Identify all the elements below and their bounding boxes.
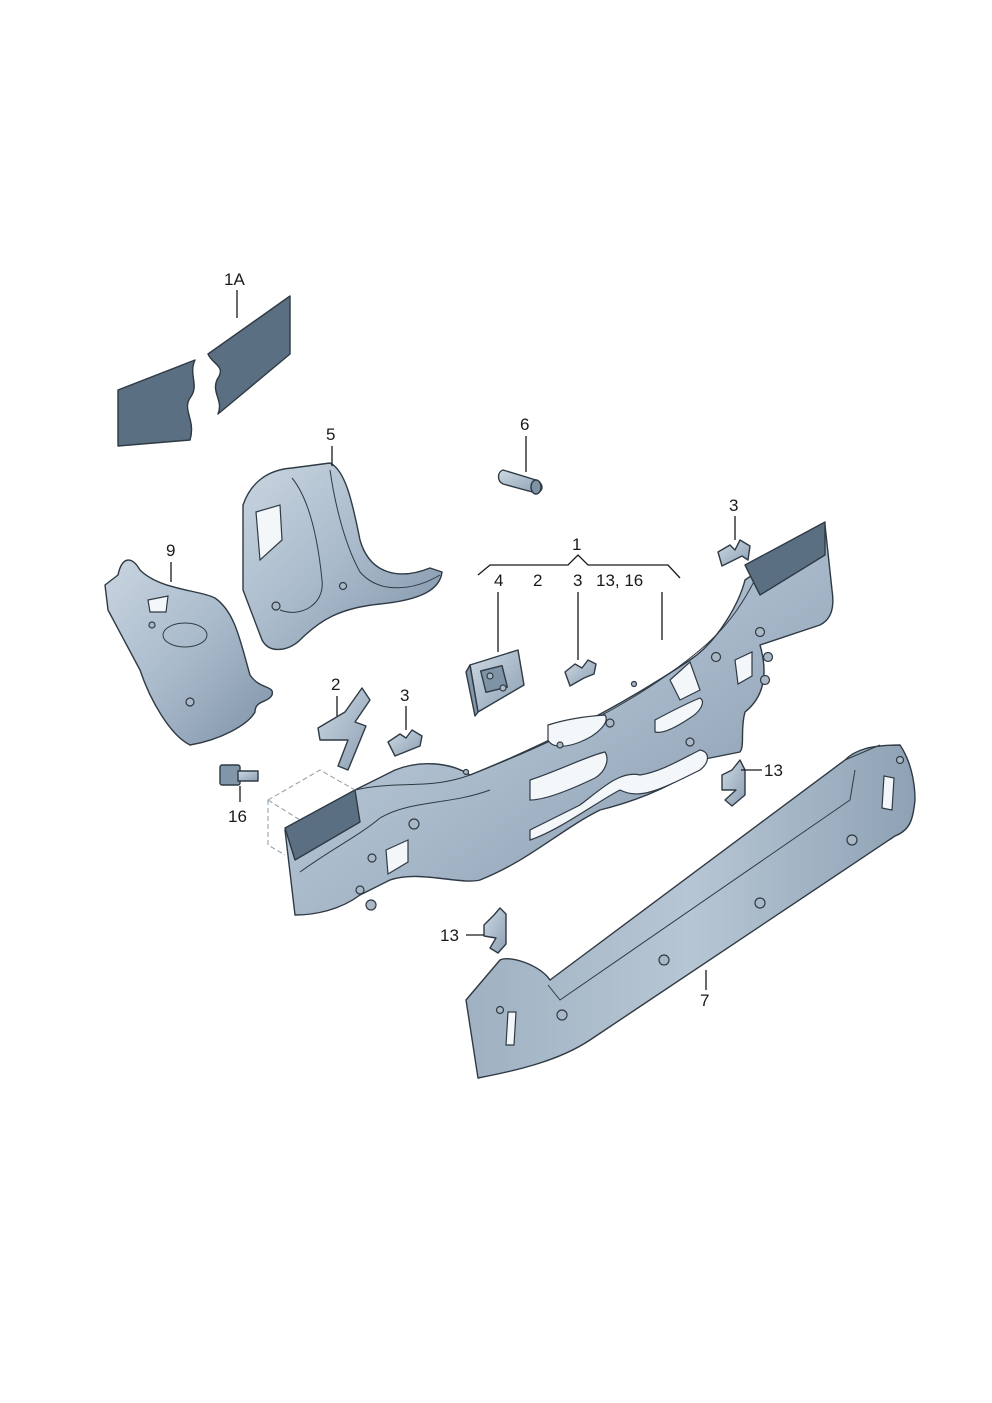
callout-3-mid: 3	[400, 686, 409, 705]
callout-13-right: 13	[764, 761, 783, 780]
insulation-strip-1a	[117, 295, 291, 447]
callout-6: 6	[520, 415, 529, 434]
bracket-2	[317, 687, 371, 771]
callout-9: 9	[166, 541, 175, 560]
clip-3-top	[717, 539, 751, 567]
callout-5: 5	[326, 425, 335, 444]
leader-lines	[170, 290, 762, 990]
lower-trim-panel-7	[465, 744, 916, 1079]
rear-panel-1	[284, 521, 834, 916]
clip-13-bottom	[483, 907, 507, 954]
callout-3-top: 3	[729, 496, 738, 515]
heat-shield-9	[104, 559, 274, 746]
plug-6	[497, 469, 543, 495]
callout-16: 16	[228, 807, 247, 826]
callout-1: 1	[572, 535, 581, 554]
callout-13-bottom: 13	[440, 926, 459, 945]
clip-3-mid	[387, 729, 423, 757]
callout-3-group: 3	[573, 571, 582, 590]
bolt-16	[219, 764, 259, 786]
callout-1a: 1A	[224, 270, 245, 289]
callout-4-group: 4	[494, 571, 503, 590]
callout-labels: 1A 5 6 1 3 9 4 2 3 13, 16 2 3 13 16 13 7	[166, 270, 783, 1010]
wheel-arch-panel-5	[242, 462, 443, 651]
clip-13-right	[721, 759, 746, 807]
bracket-4	[465, 649, 525, 717]
callout-2-group: 2	[533, 571, 542, 590]
clip-3-group	[564, 659, 597, 687]
assembly-dashed-outline	[267, 769, 356, 856]
callout-13-16-group: 13, 16	[596, 571, 643, 590]
callout-2: 2	[331, 675, 340, 694]
callout-7: 7	[700, 991, 709, 1010]
